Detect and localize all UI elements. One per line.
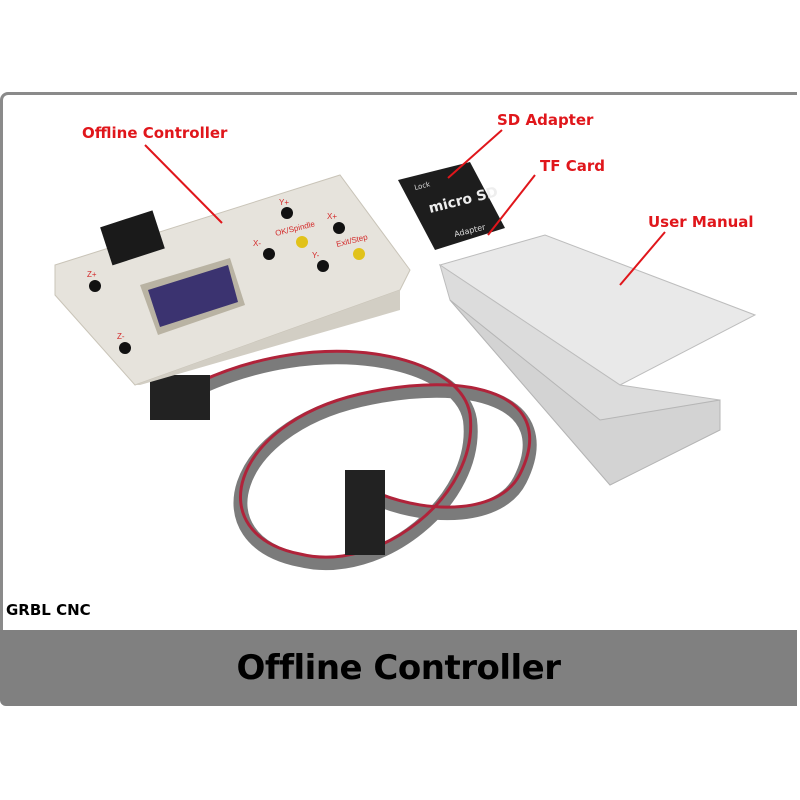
cable-connector <box>345 470 385 555</box>
callout-tf-card: TF Card <box>540 157 605 175</box>
callout-user-manual: User Manual <box>648 213 754 231</box>
z-minus-label: Z- <box>117 332 125 341</box>
offline-controller: Z+ Z- Y+ X- X+ Y- OK/Spindle Exit/Step <box>54 174 411 386</box>
callout-offline-controller: Offline Controller <box>82 124 228 142</box>
title-banner: Offline Controller <box>0 630 797 706</box>
cable-connector <box>150 375 210 420</box>
x-minus-label: X- <box>253 239 261 248</box>
banner-title: Offline Controller <box>236 648 561 688</box>
z-plus-label: Z+ <box>87 270 97 279</box>
z-minus-button[interactable] <box>119 342 131 354</box>
brand-text: GRBL CNC <box>6 601 91 619</box>
sd-adapter: Lock micro SD Adapter <box>398 162 505 250</box>
callout-sd-adapter: SD Adapter <box>497 111 594 129</box>
x-minus-button[interactable] <box>263 248 275 260</box>
x-plus-button[interactable] <box>333 222 345 234</box>
x-plus-label: X+ <box>327 212 337 221</box>
y-minus-label: Y- <box>312 251 320 260</box>
lock-text: Lock <box>414 180 432 192</box>
ok-spindle-button[interactable] <box>296 236 308 248</box>
y-plus-button[interactable] <box>281 207 293 219</box>
exit-step-button[interactable] <box>353 248 365 260</box>
z-plus-button[interactable] <box>89 280 101 292</box>
callout-lines <box>144 129 666 286</box>
y-minus-button[interactable] <box>317 260 329 272</box>
y-plus-label: Y+ <box>279 198 289 207</box>
user-manual <box>438 234 757 486</box>
lcd-screen <box>148 265 238 327</box>
header-connector <box>100 210 165 266</box>
ribbon-cable <box>150 349 537 571</box>
